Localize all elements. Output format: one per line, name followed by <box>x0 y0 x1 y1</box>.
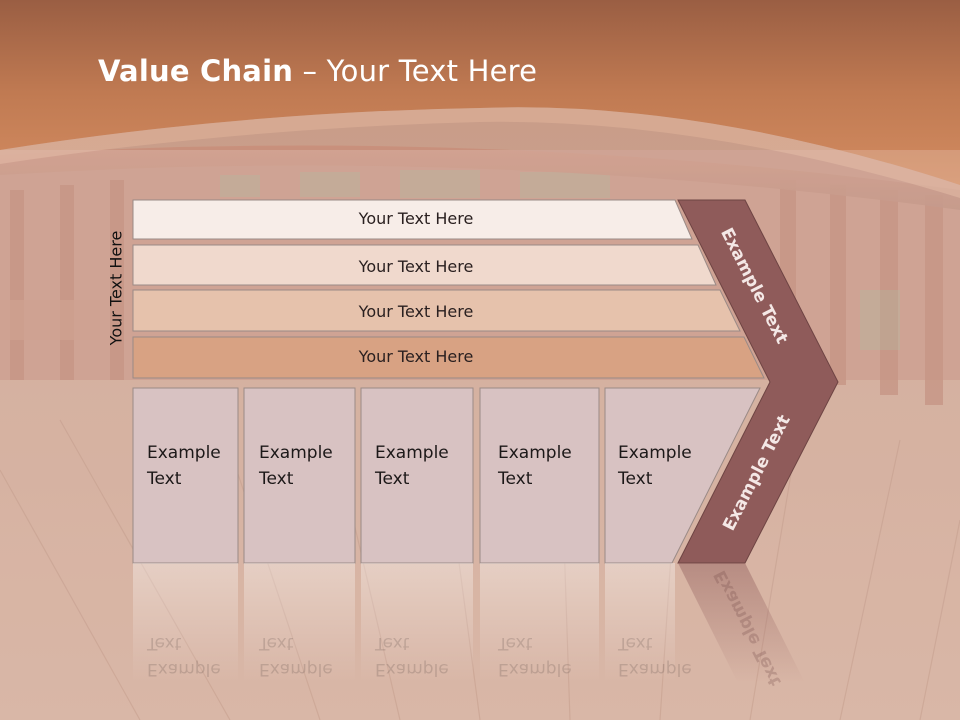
row-label-3: Your Text Here <box>358 302 474 321</box>
row-bar-3 <box>132 289 741 332</box>
row-bar-4 <box>132 336 765 379</box>
row-bar-2 <box>132 244 717 286</box>
row-bar-1 <box>132 199 693 240</box>
activity-box-4 <box>479 387 600 564</box>
activity-box-3 <box>360 387 474 564</box>
row-label-4: Your Text Here <box>358 347 474 366</box>
slide-title: Value Chain – Your Text Here <box>98 54 538 88</box>
row-label-1: Your Text Here <box>358 209 474 228</box>
row-label-2: Your Text Here <box>358 257 474 276</box>
